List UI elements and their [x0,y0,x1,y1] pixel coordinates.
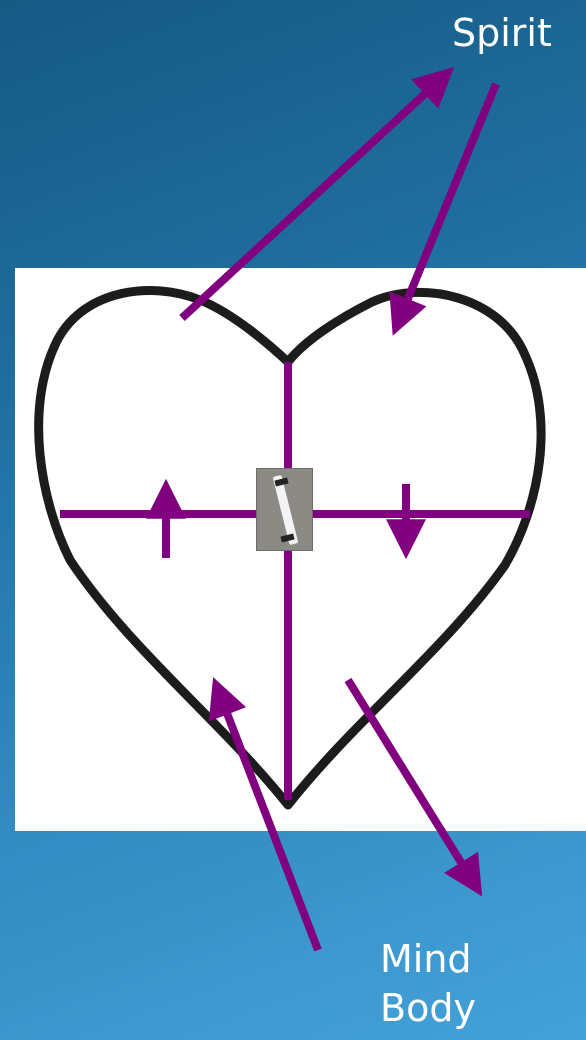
center-photo [256,468,313,551]
spirit-label: Spirit [452,10,552,56]
mind-label: Mind [380,936,472,982]
mind-arrow [220,695,318,950]
spirit-arrow-down [400,84,496,318]
body-arrow [348,680,472,880]
spirit-arrow-up [182,80,440,318]
body-label: Body [380,985,476,1031]
